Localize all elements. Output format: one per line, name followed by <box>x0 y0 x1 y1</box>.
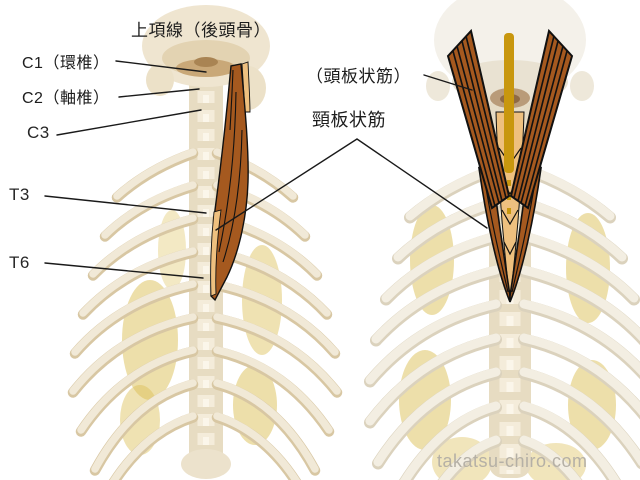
splenius-capitis-label: （頭板状筋） <box>306 67 411 86</box>
c2-axis-label: C2（軸椎） <box>22 90 110 107</box>
leader-lines <box>44 60 488 279</box>
splenius-cervicis-leader-line <box>215 138 488 231</box>
left-skeleton-figure <box>73 5 337 480</box>
splenius-capitis-leader-line <box>423 74 473 91</box>
site-watermark: takatsu-chiro.com <box>437 451 588 471</box>
c1-atlas-label: C1（環椎） <box>22 55 110 72</box>
c1-leader-line <box>115 60 207 73</box>
t3-label: T3 <box>9 185 30 204</box>
t3-leader-line <box>44 195 207 214</box>
splenius-cervicis-label: 頸板状筋 <box>312 110 386 130</box>
c2-leader-line <box>118 88 200 98</box>
t6-label: T6 <box>9 253 30 272</box>
splenius-cervicis-muscle-right-figure <box>477 33 543 303</box>
right-skeleton-figure <box>370 0 640 480</box>
c3-leader-line <box>56 109 202 136</box>
nuchal-line-label: 上項線（後頭骨） <box>131 21 271 40</box>
c3-label: C3 <box>27 123 50 142</box>
splenius-cervicis-muscle-left-figure <box>210 61 251 302</box>
t6-leader-line <box>44 262 204 279</box>
left-figure-spine <box>181 62 231 479</box>
splenius-capitis-muscle <box>446 28 574 210</box>
